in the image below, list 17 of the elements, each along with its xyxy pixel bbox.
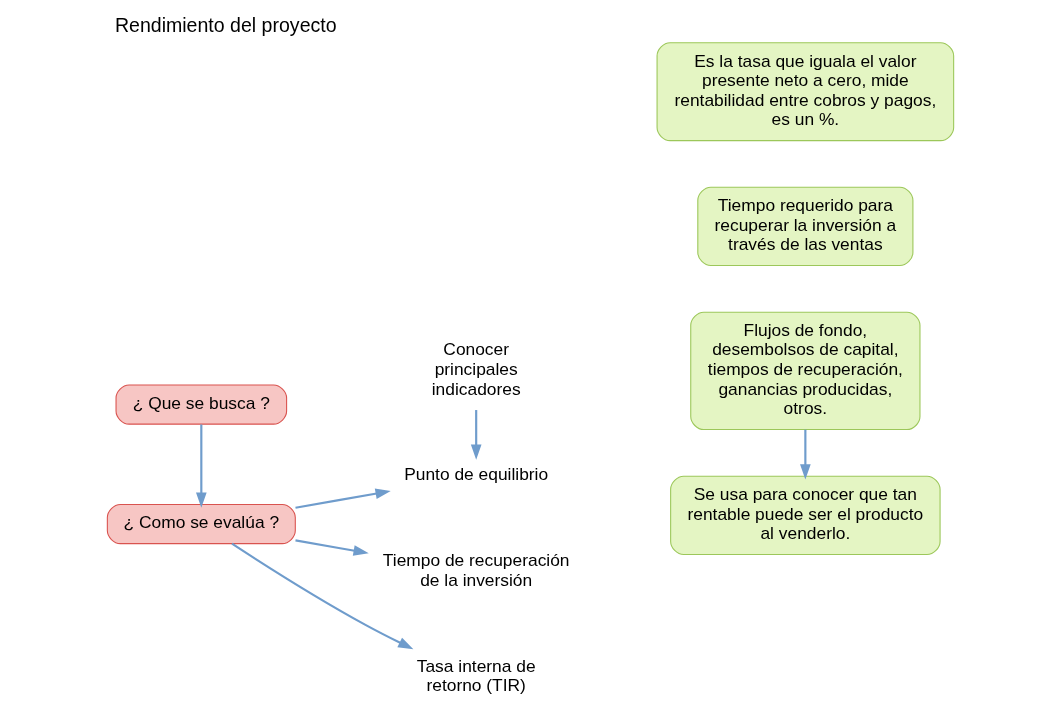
arrow — [196, 424, 207, 508]
arrow — [470, 410, 482, 460]
diagram-title: Rendimiento del proyecto — [114, 14, 337, 37]
node-text: Conocer principales indicadores — [431, 339, 521, 399]
arrow — [800, 429, 811, 480]
arrow — [295, 488, 391, 509]
arrow — [231, 542, 414, 650]
node-box: ¿ Como se evalúa ? — [106, 504, 296, 545]
node-text: Tiempo de recuperación de la inversión — [382, 550, 570, 590]
node-box: Tiempo requerido para recuperar la inversión a través de las ventas — [697, 186, 914, 267]
node-text: Tasa interna de retorno (TIR) — [416, 655, 536, 696]
node-box: ¿ Que se busca ? — [115, 384, 288, 425]
node-box: Es la tasa que iguala el valor presente neto a cero, mide rentabilidad entre cobros y pagos, es un %. — [656, 42, 955, 142]
arrow — [295, 539, 369, 556]
node-box: Se usa para conocer que tan rentable puede ser el producto al venderlo. — [670, 475, 941, 556]
node-box: Flujos de fondo, desembolsos de capital, tiempos de recuperación, ganancias producidas, otros. — [690, 311, 921, 431]
node-text: Punto de equilibrio — [404, 464, 549, 485]
